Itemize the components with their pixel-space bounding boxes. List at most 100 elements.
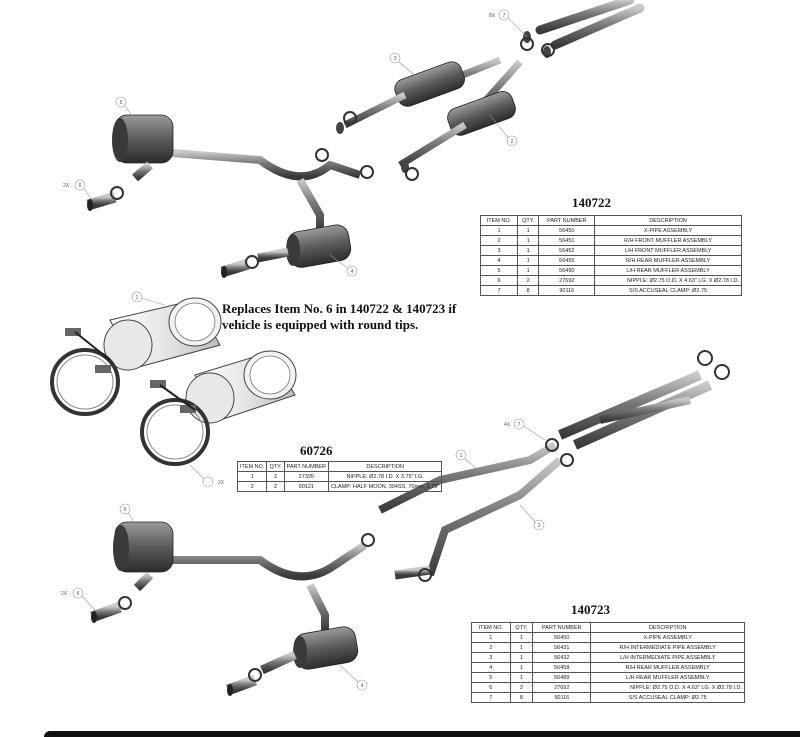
table-cell: 56490 bbox=[538, 265, 596, 276]
callout-bottom-2x: 2X bbox=[61, 591, 68, 597]
column-header: ITEM NO. bbox=[471, 622, 511, 633]
table-cell: S/S ACCUSEAL CLAMP: Ø2.75 bbox=[590, 692, 745, 703]
callout-top-2x: 2X bbox=[63, 183, 70, 189]
table-cell: L/H REAR MUFFLER ASSEMBLY bbox=[590, 672, 745, 683]
table-cell: 1 bbox=[516, 225, 540, 236]
table-cell: 5 bbox=[471, 672, 511, 683]
table-cell: 5 bbox=[480, 265, 518, 276]
bottom-bar bbox=[44, 731, 800, 737]
column-header: DESCRIPTION bbox=[594, 215, 742, 226]
table-cell: CLAMP: HALF MOON, 304SS, 70mm, 2.75" bbox=[328, 481, 443, 492]
table-cell: L/H REAR MUFFLER ASSEMBLY bbox=[594, 265, 742, 276]
table-cell: 2 bbox=[471, 642, 511, 653]
callout-bottom-7: 7 bbox=[518, 422, 521, 428]
table-cell: 1 bbox=[509, 672, 534, 683]
column-header: QTY. bbox=[266, 461, 285, 472]
round-tips-note: Replaces Item No. 6 in 140722 & 140723 i… bbox=[222, 301, 457, 332]
callout-top-4: 4 bbox=[351, 269, 354, 275]
rear-muffler-right-top bbox=[257, 224, 352, 268]
table-cell: 90116 bbox=[532, 692, 592, 703]
table-cell: L/H INTERMEDIATE PIPE ASSEMBLY bbox=[590, 652, 745, 663]
tips-kit-part-number: 60726 bbox=[300, 443, 333, 458]
table-cell: 2 bbox=[236, 481, 268, 492]
table-cell: NIPPLE: Ø2.78 I.D. X 3.75" LG. bbox=[328, 471, 443, 482]
table-cell: 3 bbox=[471, 652, 511, 663]
table-cell: 56451 bbox=[538, 235, 596, 246]
table-cell: 4 bbox=[471, 662, 511, 673]
rear-muffler-left-bottom bbox=[113, 521, 174, 592]
table-cell: 56455 bbox=[538, 255, 596, 266]
table-cell: 56431 bbox=[532, 642, 592, 653]
table-cell: 1 bbox=[509, 632, 534, 643]
column-header: DESCRIPTION bbox=[328, 461, 443, 472]
callout-tips-2x: 2X bbox=[218, 480, 225, 486]
callout-top-3: 3 bbox=[394, 56, 397, 62]
callout-top-2: 2 bbox=[511, 139, 514, 145]
table-cell: R/H FRONT MUFFLER ASSEMBLY bbox=[594, 235, 742, 246]
table-cell: 56432 bbox=[532, 652, 592, 663]
table-cell: 7 bbox=[480, 285, 518, 296]
column-header: QTY. bbox=[516, 215, 540, 226]
callout-top-5: 5 bbox=[120, 100, 123, 106]
rear-muffler-right-bottom bbox=[260, 626, 359, 675]
table-cell: 1 bbox=[480, 225, 518, 236]
rear-muffler-left-top bbox=[112, 114, 174, 182]
table-cell: 1 bbox=[516, 245, 540, 256]
table-cell: 2 bbox=[509, 682, 534, 693]
table-cell: 4 bbox=[480, 255, 518, 266]
callout-bottom-qty: 4X bbox=[504, 422, 511, 428]
table-cell: 1 bbox=[509, 652, 534, 663]
table-cell: 6 bbox=[471, 682, 511, 693]
table-cell: L/H FRONT MUFFLER ASSEMBLY bbox=[594, 245, 742, 256]
table-cell: 6 bbox=[480, 275, 518, 286]
kit-a-part-number: 140722 bbox=[572, 195, 611, 210]
callout-top-6: 6 bbox=[79, 183, 82, 189]
table-cell: 27692 bbox=[532, 682, 592, 693]
table-cell: 56450 bbox=[532, 632, 592, 643]
column-header: ITEM NO. bbox=[236, 461, 268, 472]
callout-tips-1: 1 bbox=[136, 295, 139, 301]
table-cell: 56452 bbox=[538, 245, 596, 256]
callout-bottom-4: 4 bbox=[361, 683, 364, 689]
table-cell: 1 bbox=[516, 265, 540, 276]
table-cell: 56489 bbox=[532, 672, 592, 683]
callouts: 8X 7 3 2 5 2X 6 4 1 2X 4X 7 1 bbox=[61, 9, 546, 691]
table-cell: 2 bbox=[266, 471, 285, 482]
table-cell: 90121 bbox=[283, 481, 330, 492]
column-header: PART NUMBER bbox=[538, 215, 596, 226]
callout-bottom-6: 6 bbox=[77, 591, 80, 597]
callout-bottom-1: 1 bbox=[460, 453, 463, 459]
column-header: QTY. bbox=[509, 622, 534, 633]
column-header: DESCRIPTION bbox=[590, 622, 745, 633]
table-cell: 56450 bbox=[538, 225, 596, 236]
table-cell: 1 bbox=[516, 235, 540, 246]
callout-bottom-2: 2 bbox=[538, 523, 541, 529]
system-140722-art bbox=[86, 0, 645, 278]
table-cell: 1 bbox=[516, 255, 540, 266]
table-cell: 7 bbox=[471, 692, 511, 703]
system-140723-art bbox=[90, 350, 730, 696]
table-cell: 1 bbox=[236, 471, 268, 482]
callout-bottom-5: 5 bbox=[124, 507, 127, 513]
table-cell: X-PIPE ASSEMBLY bbox=[594, 225, 742, 236]
column-header: PART NUMBER bbox=[532, 622, 592, 633]
table-cell: S/S ACCUSEAL CLAMP: Ø2.75 bbox=[594, 285, 742, 296]
table-cell: 8 bbox=[509, 692, 534, 703]
